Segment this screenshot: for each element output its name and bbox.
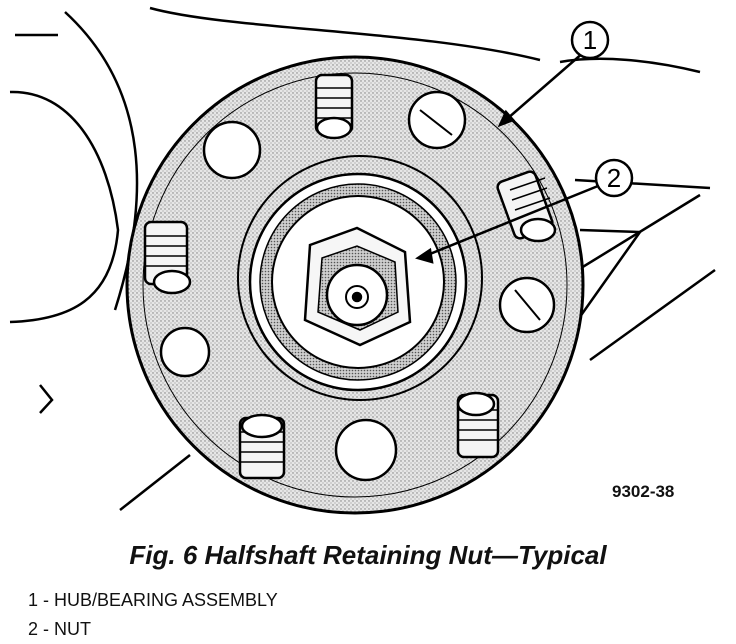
wheel-studs — [143, 73, 557, 480]
legend-item-hub-bearing: 1 - HUB/BEARING ASSEMBLY — [28, 590, 278, 610]
flange-hole — [202, 120, 262, 180]
hub-flange-rim — [142, 72, 568, 498]
flange-holes — [159, 90, 556, 482]
callout-1-label: 1 — [583, 25, 597, 55]
wheel-stud — [456, 391, 500, 459]
figure-caption: Fig. 6 Halfshaft Retaining Nut—Typical — [129, 540, 607, 570]
callout-2: 2 — [594, 158, 634, 198]
flange-hole — [407, 90, 467, 150]
knuckle-outline — [9, 6, 716, 511]
halfshaft-nut — [303, 226, 412, 347]
callout-1: 1 — [570, 20, 610, 60]
legend: 1 - HUB/BEARING ASSEMBLY 2 - NUT — [28, 586, 278, 644]
flange-hole — [334, 418, 398, 482]
callout-leaders — [415, 51, 599, 264]
hub-nut-diagram: 1 2 — [9, 6, 716, 515]
callout-2-label: 2 — [607, 163, 621, 193]
legend-item-nut: 2 - NUT — [28, 619, 91, 639]
wheel-stud — [143, 220, 192, 295]
flange-hole — [159, 326, 211, 378]
wheel-stud — [238, 413, 286, 480]
wheel-stud — [314, 73, 354, 140]
figure-number: 9302-38 — [612, 482, 675, 501]
